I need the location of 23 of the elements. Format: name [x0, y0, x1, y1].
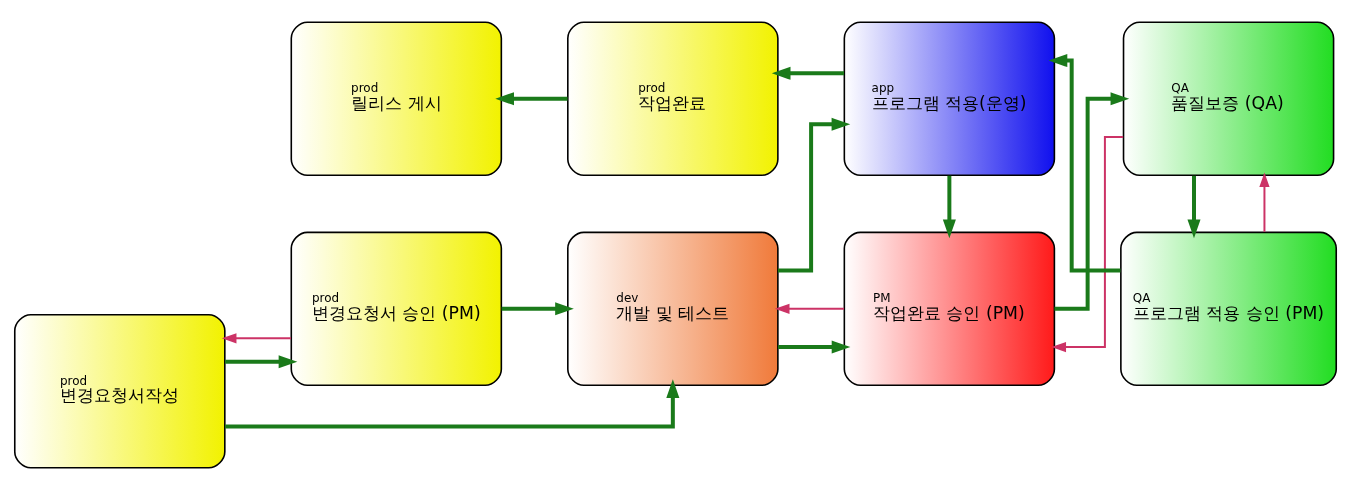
arrow	[942, 175, 956, 239]
arrow	[1187, 175, 1201, 239]
node-box: QA 프로그램 적용 승인 (PM)	[1120, 231, 1338, 387]
arrow	[771, 66, 845, 80]
arrow	[225, 355, 298, 369]
arrow	[501, 302, 574, 316]
arrow	[221, 333, 292, 344]
arrow	[1259, 172, 1270, 233]
arrow	[774, 303, 846, 314]
node-box: prod 변경요청서작성	[13, 314, 226, 469]
arrow	[495, 92, 568, 106]
node-box: dev 개발 및 테스트	[567, 231, 779, 387]
arrow	[1054, 92, 1130, 311]
node-box: PM 작업완료 승인 (PM)	[843, 231, 1056, 387]
node-box: QA 품질보증 (QA)	[1122, 21, 1335, 176]
node-box: app 프로그램 적용(운영)	[843, 21, 1056, 176]
node-box: prod 작업완료	[567, 21, 779, 176]
arrow	[778, 340, 851, 354]
node-box: prod 변경요청서 승인 (PM)	[290, 231, 503, 387]
arrow	[1048, 54, 1121, 273]
arrow	[778, 117, 851, 273]
arrow	[225, 379, 680, 429]
node-box: prod 릴리스 게시	[290, 21, 503, 176]
